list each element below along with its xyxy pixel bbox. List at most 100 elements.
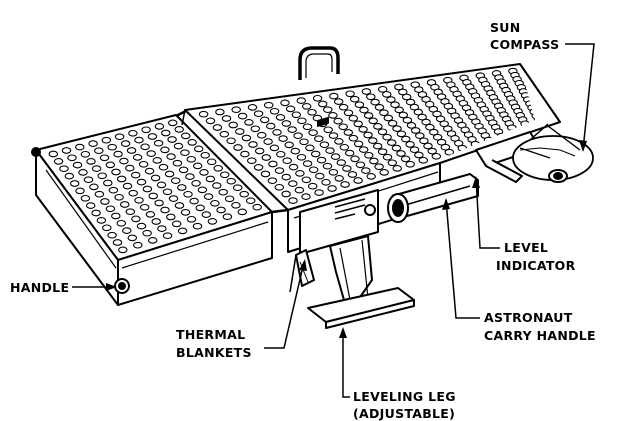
dimple	[368, 117, 378, 125]
dimple	[126, 147, 137, 154]
dimple	[67, 154, 77, 162]
top-handle	[298, 46, 340, 80]
dimple	[210, 199, 220, 207]
dimple	[69, 180, 80, 187]
dimple	[119, 157, 129, 165]
dimple	[369, 157, 379, 165]
dimple	[405, 160, 415, 168]
dimple	[323, 106, 333, 114]
dimple	[53, 158, 64, 165]
dimple	[260, 170, 271, 178]
dimple	[226, 177, 236, 185]
dimple	[390, 101, 400, 109]
dimple	[329, 92, 339, 100]
dimple	[312, 94, 323, 102]
dimple	[167, 119, 178, 127]
dimple	[138, 160, 149, 168]
label-leveling-leg-line1: LEVELING LEG	[353, 389, 456, 404]
dimple	[226, 137, 236, 145]
dimple	[94, 190, 105, 198]
dimple	[94, 147, 104, 155]
dimple	[131, 215, 141, 223]
dimple	[342, 165, 352, 172]
dimple	[288, 180, 298, 187]
dimple	[366, 173, 376, 180]
dimple	[307, 182, 318, 190]
dimple	[305, 144, 315, 152]
dimple	[308, 166, 319, 174]
dimple	[307, 108, 317, 116]
dimple	[119, 201, 130, 208]
dimple	[253, 164, 264, 171]
dimple	[334, 175, 344, 182]
dimple	[185, 173, 195, 180]
dimple	[314, 189, 324, 196]
dimple	[160, 146, 170, 154]
dimple	[288, 163, 299, 171]
dimple	[132, 154, 143, 161]
dimple	[235, 128, 245, 135]
dimple	[186, 215, 197, 223]
dimple	[199, 169, 209, 176]
dimple	[301, 193, 311, 200]
arrowhead-sun-compass	[579, 140, 587, 152]
dimple	[259, 116, 270, 124]
label-sun-compass-line1: SUN	[490, 20, 521, 35]
dimple	[231, 201, 241, 209]
dimple	[108, 186, 119, 194]
electronics-box	[299, 116, 379, 255]
dimple	[116, 219, 127, 227]
dimple	[353, 177, 363, 184]
dimple	[339, 143, 350, 151]
dimple	[61, 147, 72, 154]
dimple	[180, 132, 191, 140]
dimple	[107, 231, 117, 239]
dimple	[206, 158, 217, 166]
dimple	[116, 175, 127, 183]
dimple	[142, 229, 152, 237]
dimple	[350, 155, 360, 163]
dimple	[172, 159, 183, 167]
sun-compass-assembly	[475, 123, 594, 183]
dimple	[310, 150, 321, 158]
dimple	[291, 111, 302, 119]
dimple	[215, 108, 225, 116]
dimple	[392, 125, 402, 132]
dimple	[299, 138, 309, 146]
dimple	[89, 183, 99, 191]
dimple	[359, 106, 369, 114]
dimple	[128, 189, 138, 197]
dimple	[398, 111, 409, 119]
dimple	[166, 213, 176, 221]
dimple	[301, 103, 312, 110]
dimple	[205, 117, 216, 125]
instrument-package	[31, 46, 594, 329]
dimple	[205, 175, 216, 183]
dimple	[72, 161, 83, 169]
dimple	[111, 212, 121, 220]
dimple	[183, 190, 193, 198]
dimple	[282, 157, 292, 165]
dimple	[141, 126, 151, 134]
label-handle: HANDLE	[10, 280, 69, 295]
dimple	[213, 164, 223, 172]
dimple	[212, 124, 223, 131]
dimple	[379, 109, 389, 117]
dimple	[222, 213, 233, 221]
dimple	[247, 104, 258, 111]
dimple	[374, 104, 385, 111]
dimple	[374, 163, 384, 171]
dimple	[261, 154, 272, 161]
dimple	[325, 147, 335, 154]
dimple	[59, 165, 69, 173]
dimple	[224, 195, 235, 203]
dimple	[288, 197, 298, 204]
dimple	[80, 150, 91, 158]
dimple	[267, 177, 278, 185]
label-thermal-blankets-line2: BLANKETS	[176, 345, 252, 360]
dimple	[64, 172, 75, 180]
dimple	[328, 112, 338, 119]
label-carry-handle-line2: CARRY HANDLE	[484, 328, 596, 343]
arrowhead-handle	[106, 283, 117, 291]
dimple	[409, 146, 420, 154]
